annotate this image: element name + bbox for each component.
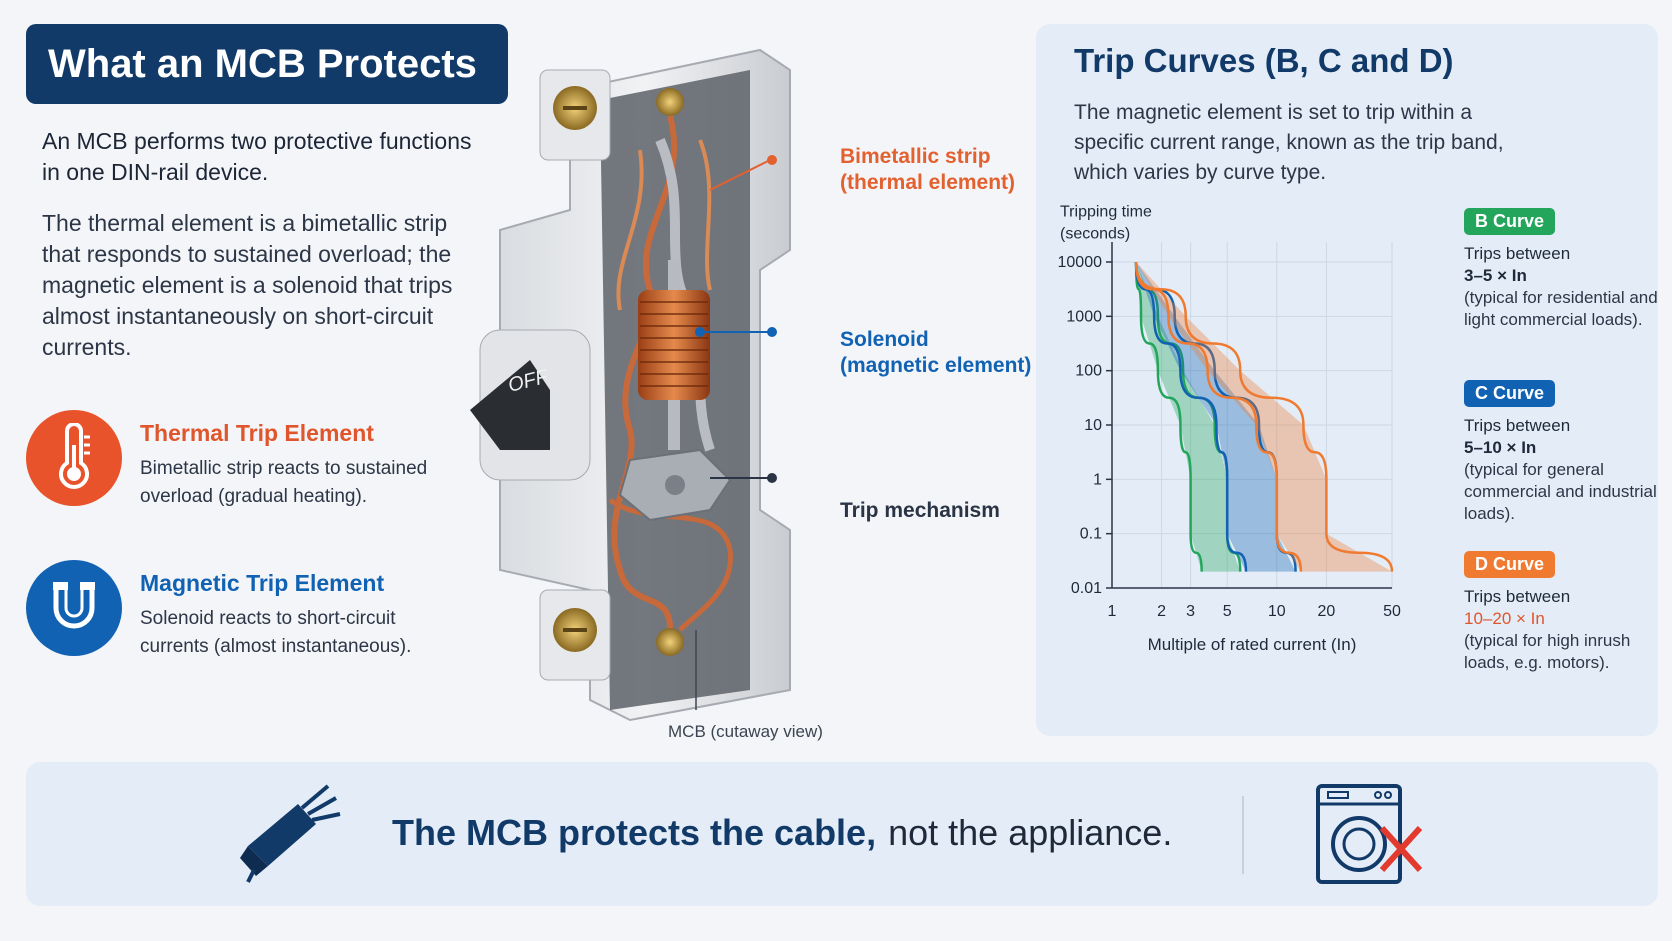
y-tick-label: 0.1 — [1080, 526, 1102, 543]
feature-magnetic: Magnetic Trip Element Solenoid reacts to… — [26, 560, 450, 661]
y-axis-label: (seconds) — [1060, 225, 1130, 242]
b-curve-badge: B Curve — [1464, 208, 1556, 235]
callout-line: (thermal element) — [840, 171, 1016, 194]
curve-line: Trips between — [1464, 587, 1571, 606]
y-tick-label: 0.01 — [1071, 580, 1102, 597]
thermometer-icon — [26, 410, 122, 506]
trip-curve-D-lower — [1134, 261, 1303, 572]
washing-machine-crossed-icon — [1316, 784, 1423, 884]
divider — [1242, 796, 1244, 874]
curve-range: 10–20 × In — [1464, 609, 1545, 628]
x-tick-label: 5 — [1223, 603, 1232, 620]
curve-note: (typical for residential and light comme… — [1464, 288, 1658, 329]
trip-curve-chart: Tripping time (seconds) 10000 1000 100 10 1 0.1… — [1058, 203, 1402, 654]
x-tick-label: 10 — [1268, 603, 1286, 620]
curve-line: Trips between — [1464, 416, 1571, 435]
callout-line: Solenoid — [840, 328, 929, 351]
trip-curves-panel — [1036, 24, 1658, 736]
panel-description: The magnetic element is set to trip with… — [1074, 101, 1504, 184]
x-tick-label: 2 — [1157, 603, 1166, 620]
feature-title: Magnetic Trip Element — [140, 570, 385, 596]
callout-trip-mechanism: Trip mechanism — [840, 499, 1000, 522]
curve-range: 5–10 × In — [1464, 438, 1537, 457]
y-tick-label: 100 — [1075, 363, 1102, 380]
feature-text: Bimetallic strip reacts to sustained ove… — [140, 458, 428, 507]
trip-curve-B-lower — [1134, 261, 1203, 572]
slogan-bold: The MCB protects the cable, — [392, 812, 877, 853]
bottom-slogan: The MCB protects the cable, not the appli… — [392, 812, 1172, 854]
curve-info-c: C Curve Trips between 5–10 × In (typical… — [1464, 380, 1664, 525]
mcb-cutaway-illustration: OFF — [470, 48, 791, 722]
curve-note: (typical for general commercial and indu… — [1464, 460, 1657, 523]
d-curve-badge: D Curve — [1464, 551, 1556, 578]
callout-bimetallic-strip: Bimetallic strip (thermal element) — [840, 144, 1015, 196]
curve-info-d: D Curve Trips between 10–20 × In (typica… — [1464, 551, 1664, 674]
feature-title: Thermal Trip Element — [140, 420, 374, 446]
feature-thermal: Thermal Trip Element Bimetallic strip re… — [26, 410, 450, 511]
magnet-icon — [26, 560, 122, 656]
panel-title: Trip Curves (B, C and D) — [1074, 42, 1454, 79]
device-caption: MCB (cutaway view) — [668, 722, 823, 741]
trip-curve-C-lower — [1134, 261, 1248, 572]
feature-text: Solenoid reacts to short-circuit current… — [140, 608, 412, 657]
x-axis-label: Multiple of rated current (In) — [1148, 635, 1357, 654]
curve-note: (typical for high inrush loads, e.g. mot… — [1464, 631, 1631, 672]
x-tick-label: 50 — [1383, 603, 1401, 620]
curve-line: Trips between — [1464, 244, 1571, 263]
x-tick-label: 3 — [1186, 603, 1195, 620]
y-tick-label: 10000 — [1058, 254, 1103, 271]
callout-solenoid: Solenoid (magnetic element) — [840, 327, 1031, 379]
y-axis-label: Tripping time — [1060, 203, 1152, 220]
c-curve-badge: C Curve — [1464, 380, 1556, 407]
curve-info-b: B Curve Trips between 3–5 × In (typical … — [1464, 208, 1664, 331]
y-tick-label: 1 — [1093, 471, 1102, 488]
trip-band-D — [1136, 262, 1392, 572]
trip-curve-D-upper — [1134, 261, 1394, 572]
x-tick-label: 1 — [1108, 603, 1117, 620]
slogan-light: not the appliance. — [888, 812, 1173, 853]
description-text: The thermal element is a bimetallic stri… — [42, 210, 453, 360]
cable-icon — [240, 784, 341, 883]
x-tick-label: 20 — [1318, 603, 1336, 620]
intro-text: An MCB performs two protective functions… — [42, 128, 472, 185]
y-tick-label: 10 — [1084, 417, 1102, 434]
callout-line: Bimetallic strip — [840, 145, 991, 168]
y-tick-label: 1000 — [1066, 308, 1102, 325]
page-title: What an MCB Protects — [26, 24, 508, 104]
callout-line: (magnetic element) — [840, 354, 1032, 377]
curve-range: 3–5 × In — [1464, 266, 1527, 285]
